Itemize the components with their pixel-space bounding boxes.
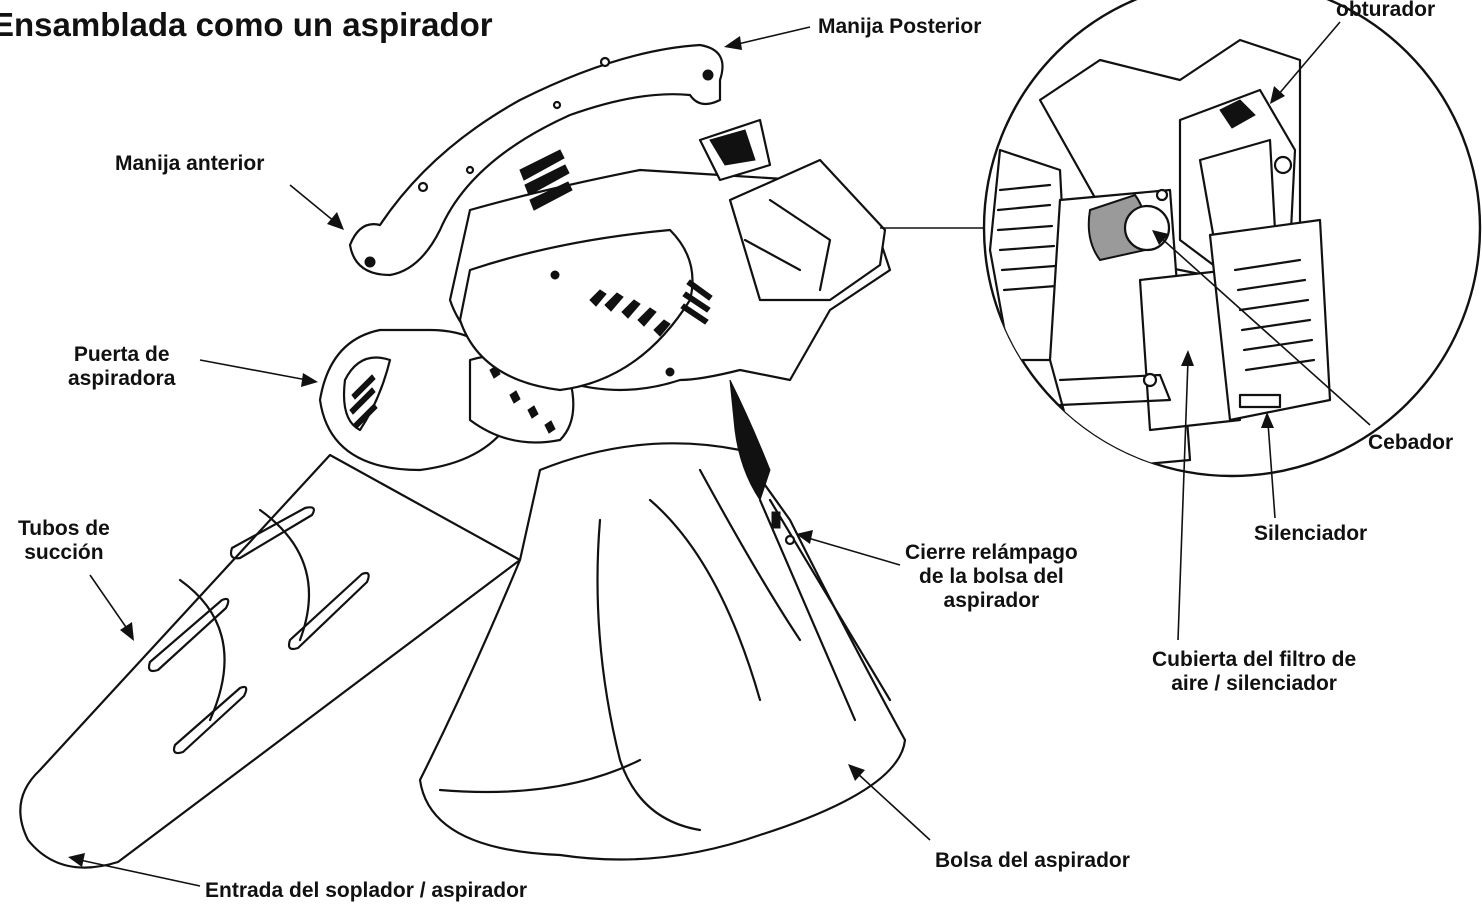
bag-zipper — [729, 379, 892, 702]
label-line: aspirador — [943, 589, 1040, 612]
label-line: Cierre relámpago — [905, 541, 1078, 564]
label-cebador: Cebador — [1368, 431, 1453, 455]
label-silenciador: Silenciador — [1254, 522, 1367, 546]
label-text: obturador — [1336, 0, 1436, 21]
label-entrada-del-soplador: Entrada del soplador / aspirador — [205, 879, 527, 903]
label-line: aire / silenciador — [1171, 672, 1337, 695]
label-text: Cebador — [1368, 431, 1454, 454]
label-tubos-de-succion: Tubos de succión — [18, 517, 110, 565]
label-line: Puerta de — [73, 343, 170, 366]
label-text: Bolsa del aspirador — [935, 849, 1130, 872]
label-line: Tubos de — [18, 517, 110, 540]
label-line: Cubierta del filtro de — [1152, 648, 1357, 671]
label-text: Manija Posterior — [818, 15, 982, 38]
label-obturador: obturador — [1336, 0, 1435, 22]
label-cubierta-del-filtro: Cubierta del filtro de aire / silenciado… — [1152, 648, 1356, 696]
label-text: Silenciador — [1254, 522, 1368, 545]
vacuum-bag — [418, 442, 907, 861]
label-line: succión — [24, 541, 104, 564]
label-puerta-de-aspiradora: Puerta de aspiradora — [68, 343, 175, 391]
suction-tube — [19, 453, 522, 869]
engine-body — [448, 118, 892, 392]
handle-frame — [348, 43, 724, 277]
page-title: Ensamblada como un aspirador — [0, 6, 493, 43]
leader-lines — [68, 21, 1371, 887]
label-cierre-relampago: Cierre relámpago de la bolsa del aspirad… — [905, 541, 1078, 613]
label-text: Entrada del soplador / aspirador — [205, 879, 528, 902]
label-bolsa-del-aspirador: Bolsa del aspirador — [935, 849, 1130, 873]
label-manija-posterior: Manija Posterior — [818, 15, 981, 39]
label-text: Manija anterior — [115, 152, 265, 175]
detail-zoom-circle — [982, 0, 1482, 478]
label-line: de la bolsa del — [919, 565, 1064, 588]
label-manija-anterior: Manija anterior — [115, 152, 264, 176]
label-line: aspiradora — [68, 367, 176, 390]
